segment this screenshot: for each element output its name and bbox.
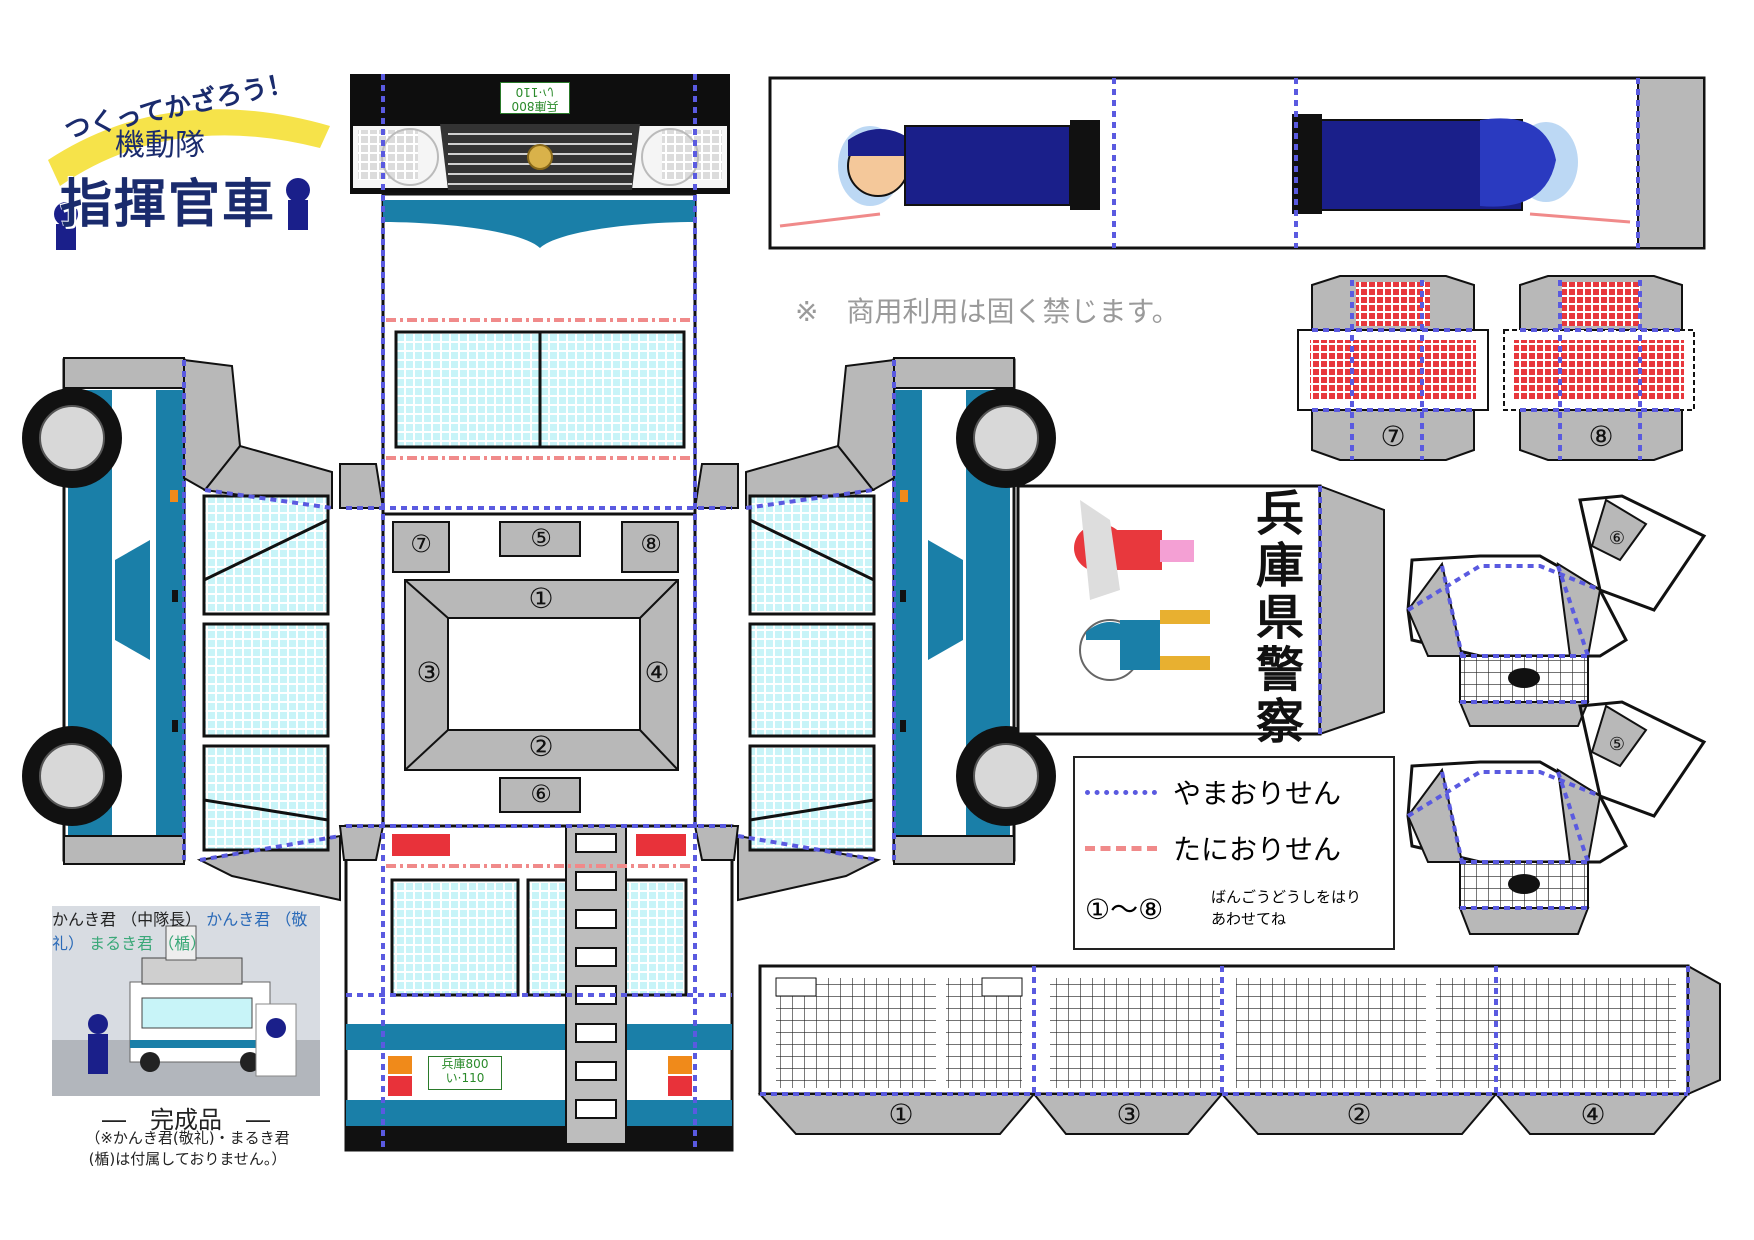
part-number-6-roof: ⑥ <box>530 780 552 808</box>
lightbar-8 <box>1503 275 1695 461</box>
part-number-8-roof: ⑧ <box>640 530 662 558</box>
valley-fold-label: たにおりせん <box>1173 833 1342 866</box>
part-number-3-roof: ③ <box>416 656 442 689</box>
part-number-5-cabin: ⑤ <box>1608 734 1626 755</box>
right-side-panel <box>693 357 1056 902</box>
rear-plate-line1: 兵庫800 <box>441 1057 489 1071</box>
finished-model-photo <box>52 906 320 1096</box>
title-banner-graphic <box>48 109 330 250</box>
part-number-4-roof: ④ <box>644 656 670 689</box>
finished-product-caption: ― 完成品 ― <box>102 1106 270 1134</box>
photo-label-right: まるき君 <box>89 934 154 953</box>
photo-label-left-sub: （敬礼） <box>52 910 308 953</box>
title-middle-line: 機動隊 <box>115 128 205 163</box>
part-number-7-roof: ⑦ <box>410 530 432 558</box>
valley-fold-lines <box>386 318 692 868</box>
roof-panel <box>381 512 697 828</box>
title-main-line: 指揮官車 <box>60 175 277 235</box>
lightbar-7 <box>1297 275 1489 461</box>
part-number-2-roof: ② <box>528 730 554 763</box>
mountain-fold-swatch <box>1085 790 1157 795</box>
valley-fold-swatch <box>1085 846 1157 851</box>
rear-plate-line2: い·110 <box>445 1071 485 1085</box>
fold-legend: やまおりせん たにおりせん ①～⑧ ばんごうどうしをはり あわせてね <box>1073 756 1395 950</box>
part-number-1-roof: ① <box>528 582 554 615</box>
prefecture-panel <box>1016 484 1385 736</box>
part-number-2-cage: ② <box>1346 1098 1372 1131</box>
cabin-box-6 <box>1406 494 1707 727</box>
photo-label-left: かんき君 <box>206 910 271 929</box>
left-side-panel <box>22 357 385 902</box>
part-number-4-cage: ④ <box>1580 1098 1606 1131</box>
cage-strip <box>757 964 1721 1135</box>
title-banner: つくってかざろう！ 機動隊 指揮官車 <box>40 68 340 240</box>
mountain-fold-lines <box>182 74 896 1150</box>
part-number-1-cage: ① <box>888 1098 914 1131</box>
photo-label-top-sub: （中隊長） <box>121 910 202 929</box>
part-number-8-lightbar: ⑧ <box>1588 420 1614 453</box>
prefecture-name: 兵庫県警察 <box>1247 488 1303 748</box>
number-range-label: ①～⑧ <box>1085 893 1164 926</box>
finished-model-labels: かんき君 （中隊長） かんき君 （敬礼） まるき君 （楯） <box>52 906 320 1096</box>
part-number-3-cage: ③ <box>1116 1098 1142 1131</box>
part-number-7-lightbar: ⑦ <box>1380 420 1406 453</box>
front-plate-line2: い·110 <box>515 85 555 99</box>
finished-product-note-line2: (楯)は付属しておりません。） <box>88 1150 287 1168</box>
mountain-fold-label: やまおりせん <box>1173 777 1342 810</box>
front-plate-line1: 兵庫800 <box>511 99 559 113</box>
rear-panel <box>344 824 734 1152</box>
photo-label-top: かんき君 <box>52 910 117 929</box>
cabin-box-5 <box>1406 700 1707 935</box>
hood-panel <box>381 192 697 516</box>
photo-label-right-sub: （楯） <box>158 934 207 953</box>
part-number-5-roof: ⑤ <box>530 524 552 552</box>
finished-product-note: （※かんき君(敬礼)・まるき君 (楯)は付属しておりません。） <box>40 1128 335 1170</box>
commercial-use-notice: ※ 商用利用は固く禁じます。 <box>795 295 1180 328</box>
front-license-plate: 兵庫800 い·110 <box>500 82 570 114</box>
number-hint-line2: あわせてね <box>1211 910 1287 928</box>
rear-license-plate: 兵庫800 い·110 <box>428 1056 502 1090</box>
part-number-6-cabin: ⑥ <box>1608 528 1626 549</box>
number-hint-line1: ばんごうどうしをはり <box>1211 888 1362 906</box>
finished-product-note-line1: （※かんき君(敬礼)・まるき君 <box>85 1129 290 1147</box>
officer-strip <box>768 76 1706 250</box>
